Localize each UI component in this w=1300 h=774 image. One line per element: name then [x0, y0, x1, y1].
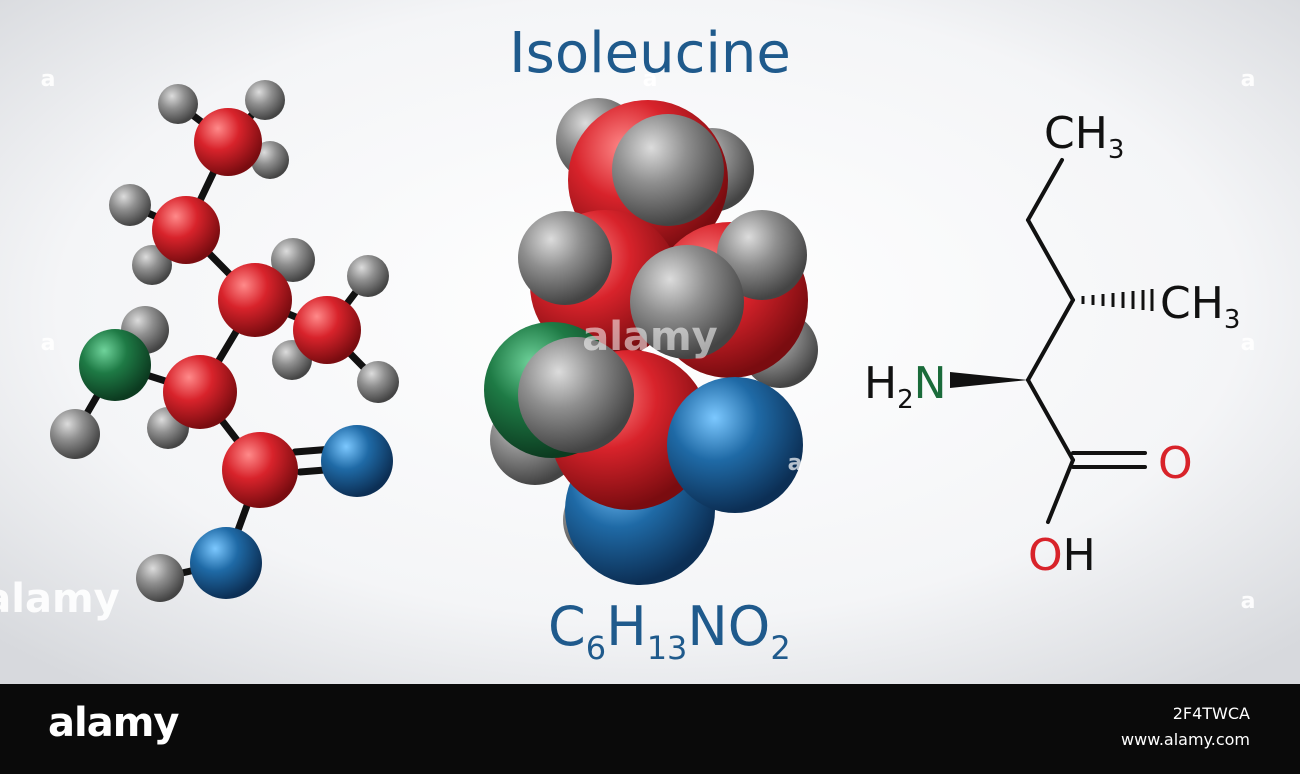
atom-c [218, 263, 292, 337]
hydroxyl-label: OH [1028, 530, 1096, 581]
ch3-right-label: CH3 [1160, 278, 1240, 335]
hashed-wedge [1081, 289, 1154, 311]
ch3-top-label: CH3 [1044, 108, 1124, 165]
formula-c: C [548, 595, 586, 658]
watermark-small: a [643, 67, 658, 92]
atom-h [50, 409, 100, 459]
molecule-title: Isoleucine [509, 21, 791, 86]
atom-h [132, 245, 172, 285]
atom-c [194, 108, 262, 176]
carbonyl-oxygen-label: O [1158, 438, 1193, 489]
watermark-small: a [41, 67, 56, 92]
illustration-canvas: Isoleucine [0, 0, 1300, 684]
formula-h-sub: 13 [647, 629, 688, 667]
watermark-left: alamy [0, 576, 120, 622]
atom-h [347, 255, 389, 297]
atom-c [222, 432, 298, 508]
atom-c [152, 196, 220, 264]
atom-h [357, 361, 399, 403]
watermark-small: a [788, 451, 803, 476]
formula-c-sub: 6 [586, 629, 606, 667]
atom-c [163, 355, 237, 429]
atom-h [136, 554, 184, 602]
ball-and-stick-atoms [50, 80, 399, 602]
image-id: 2F4TWCA [1172, 704, 1250, 723]
formula-h: H [606, 595, 647, 658]
molecular-formula: C6H13NO2 [548, 595, 791, 667]
atom-h [245, 80, 285, 120]
atom-n [79, 329, 151, 401]
atom-c [293, 296, 361, 364]
solid-wedge [950, 372, 1028, 388]
space-filling-model [484, 98, 818, 585]
atom-h [158, 84, 198, 124]
formula-o-sub: 2 [770, 629, 790, 667]
watermark-small: a [41, 331, 56, 356]
atom-o [190, 527, 262, 599]
alamy-logo: alamy [48, 700, 179, 746]
svg-text:C6H13NO2: C6H13NO2 [548, 595, 791, 667]
footer-bar: alamy 2F4TWCA www.alamy.com [0, 684, 1300, 774]
atom-o [321, 425, 393, 497]
illustration-svg: Isoleucine [0, 0, 1300, 684]
atom-h [109, 184, 151, 226]
watermarks: alamy alamy a a a a a a a [0, 67, 1255, 622]
atom-h [271, 238, 315, 282]
formula-no: NO [687, 595, 770, 658]
watermark-small: a [1241, 589, 1256, 614]
watermark-center: alamy [582, 314, 717, 360]
watermark-small: a [1241, 67, 1256, 92]
site-url: www.alamy.com [1121, 730, 1250, 749]
watermark-small: a [1241, 331, 1256, 356]
amine-label: H2N [864, 358, 947, 415]
skeletal-formula: CH3 CH3 H2N O OH [864, 108, 1240, 581]
